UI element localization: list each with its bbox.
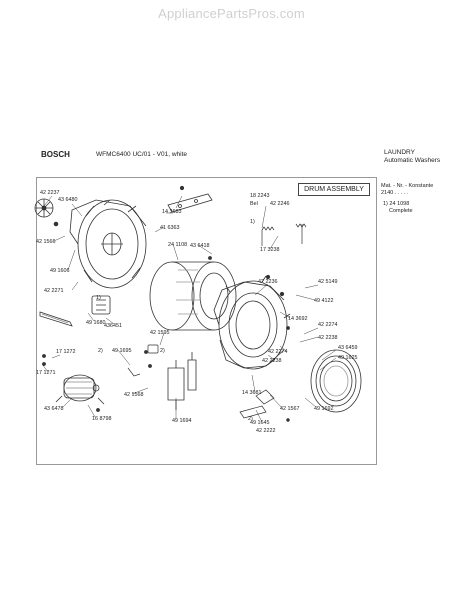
part-number-label: 49 1606 xyxy=(50,268,70,274)
door-gasket-icon xyxy=(310,349,362,413)
side-panel-line1: Mat. - Nr. - Konstante xyxy=(381,183,434,189)
part-number-label: 43 6480 xyxy=(58,197,78,203)
part-number-label: 49 1692 xyxy=(314,406,334,412)
subcategory-label: Automatic Washers xyxy=(384,157,441,164)
drive-belt-icon xyxy=(39,311,73,327)
part-number-label: 436451 xyxy=(104,323,122,329)
brand-label: BOSCH xyxy=(41,150,70,159)
bel-label: Bel xyxy=(250,201,258,207)
front-tub-icon xyxy=(213,275,291,370)
drive-pulley-icon xyxy=(34,198,54,218)
callout-label: 2) xyxy=(160,348,165,354)
callout-label: 1) xyxy=(250,219,255,225)
side-panel-line4: Complete xyxy=(389,208,413,214)
part-number-label: 49 1694 xyxy=(172,418,192,424)
callout-label: 1) xyxy=(96,295,101,301)
part-number-label: 42 2271 xyxy=(44,288,64,294)
side-panel-line2: 2140 . . . . . xyxy=(381,190,409,196)
side-panel-line3: 1) 24 1098 xyxy=(383,201,410,207)
part-number-label: 42 2274 xyxy=(318,322,338,328)
rear-tub-icon xyxy=(69,199,147,289)
part-number-label: 17 3238 xyxy=(260,247,280,253)
part-number-label: 18 2243 xyxy=(250,193,270,199)
part-number-label: 49 1680 xyxy=(86,320,106,326)
part-number-label: 49 1695 xyxy=(112,348,132,354)
part-number-label: 42 2222 xyxy=(256,428,276,434)
part-number-label: 42 2236 xyxy=(258,279,278,285)
part-number-label: 42 1567 xyxy=(280,406,300,412)
part-number-label: 42 2238 xyxy=(262,358,282,364)
part-number-label: 43 6418 xyxy=(190,243,210,249)
category-label: LAUNDRY xyxy=(384,149,415,156)
part-number-label: 43 6478 xyxy=(44,406,64,412)
part-number-label: 14 3683 xyxy=(162,209,182,215)
part-number-label: 42 2246 xyxy=(270,201,290,207)
drive-motor-icon xyxy=(55,374,105,405)
part-number-label: 42 1566 xyxy=(36,239,56,245)
callout-label: 2) xyxy=(248,416,253,422)
heater-element-icon xyxy=(91,295,111,315)
part-number-label: 43 6459 xyxy=(338,345,358,351)
part-number-label: 41 6363 xyxy=(160,225,180,231)
shock-absorber-icon xyxy=(167,352,197,410)
leader-lines xyxy=(41,195,337,423)
callout-label: 2) xyxy=(98,348,103,354)
part-number-label: 42 1568 xyxy=(124,392,144,398)
hardware-parts-icon xyxy=(42,185,290,422)
section-title: DRUM ASSEMBLY xyxy=(298,183,370,196)
mounting-bracket-icon xyxy=(167,193,213,213)
part-number-label: 24 1108 xyxy=(168,242,187,248)
part-number-label: 42 2237 xyxy=(40,190,60,196)
inner-drum-icon xyxy=(149,261,237,331)
part-number-label: 14 3692 xyxy=(288,316,308,322)
watermark: AppliancePartsPros.com xyxy=(158,6,305,21)
model-label: WFMC6400 UC/01 - V01, white xyxy=(96,151,188,158)
part-number-label: 49 4122 xyxy=(314,298,334,304)
part-number-label: 17 1271 xyxy=(36,370,56,376)
part-number-label: 42 1595 xyxy=(150,330,170,336)
suspension-spring-icon xyxy=(261,223,307,246)
part-number-label: 42 2274 xyxy=(268,349,288,355)
part-number-label: 16 8798 xyxy=(92,416,112,422)
part-number-label: 49 1625 xyxy=(338,355,358,361)
part-number-label: 14 3681 xyxy=(242,390,262,396)
part-number-label: 17 1272 xyxy=(56,349,76,355)
clamp-parts-icon xyxy=(127,344,275,419)
diagram-frame xyxy=(36,177,377,465)
part-number-label: 42 2238 xyxy=(318,335,338,341)
part-number-label: 49 1645 xyxy=(250,420,270,426)
part-number-label: 42 5149 xyxy=(318,279,338,285)
